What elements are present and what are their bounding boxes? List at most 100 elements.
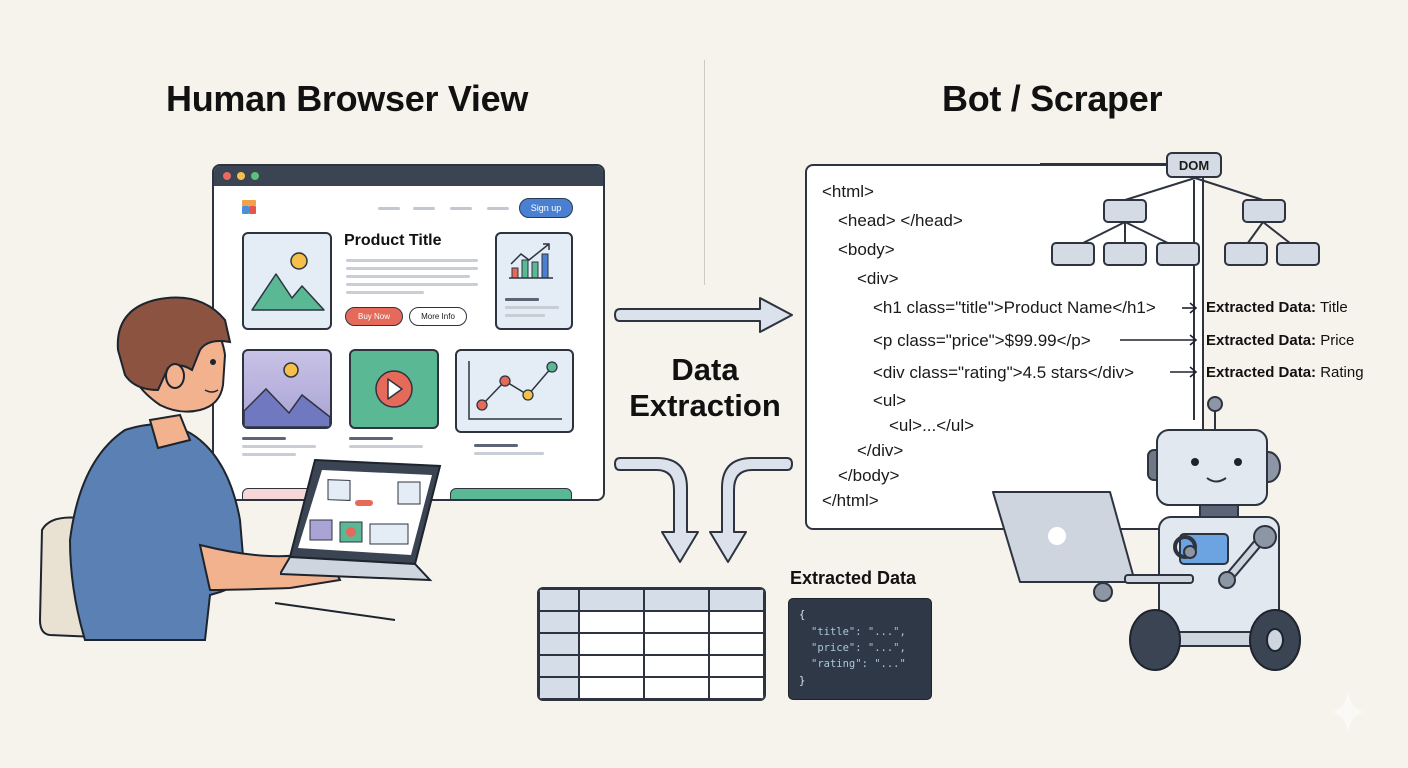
laptop-illustration [280, 458, 442, 582]
text-line [346, 259, 478, 262]
json-line: } [799, 675, 806, 687]
label-line: Data [671, 352, 739, 387]
product-title: Product Title [344, 232, 442, 249]
arrow-down-icon [614, 457, 699, 563]
json-line: "price": "...", [811, 642, 906, 654]
image-placeholder-icon [251, 252, 325, 311]
dom-node [1103, 242, 1147, 266]
dom-node [1224, 242, 1268, 266]
text-line [242, 453, 296, 456]
table-cell [539, 589, 580, 612]
table-cell [578, 676, 645, 699]
extracted-label: Extracted Data: [1206, 299, 1317, 316]
extracted-label: Extracted Data: [1206, 332, 1317, 349]
code-line: <html> [822, 182, 874, 201]
dom-node [1051, 242, 1095, 266]
more-info-button[interactable]: More Info [409, 307, 467, 326]
table-cell [578, 589, 645, 612]
table-cell [643, 610, 710, 634]
extracted-field: Price [1320, 332, 1355, 349]
arrows-down-icon [614, 457, 793, 563]
code-line: <head> </head> [838, 211, 963, 230]
json-line: "title": "...", [811, 626, 906, 638]
text-line [474, 444, 518, 447]
heading-bot-scraper: Bot / Scraper [942, 78, 1163, 119]
bar-chart-icon [505, 243, 559, 317]
code-line: </div> [857, 441, 904, 460]
table-cell [539, 610, 580, 634]
dom-root-node [1166, 152, 1222, 178]
product-image-card [242, 232, 332, 330]
text-line [474, 452, 544, 455]
text-line [346, 291, 424, 294]
person-illustration [38, 296, 396, 642]
extracted-title-label: Extracted Data: Title [1206, 299, 1348, 316]
table-cell [708, 676, 764, 699]
code-line: <h1 class="title">Product Name</h1> [873, 298, 1156, 317]
dom-label: DOM [1179, 158, 1209, 173]
table-cell [539, 632, 580, 656]
browser-mockup: Sign up Product Title Buy Now More Info [212, 164, 605, 501]
nav-link[interactable] [487, 207, 509, 210]
dom-node [1242, 199, 1286, 223]
text-line [349, 445, 423, 448]
line-chart-card [455, 349, 574, 433]
table-cell [643, 676, 710, 699]
extracted-data-table [537, 587, 766, 701]
video-card [349, 349, 439, 429]
extracted-field: Title [1319, 299, 1348, 316]
nav-link[interactable] [378, 207, 400, 210]
play-icon[interactable] [351, 351, 437, 427]
image-placeholder-icon [243, 362, 331, 428]
table-cell [708, 589, 764, 612]
eye-icon [210, 359, 216, 365]
html-code-panel: <html> <head> </head> <body> <div> <h1 c… [805, 164, 1204, 530]
dom-node [1103, 199, 1147, 223]
extracted-data-title: Extracted Data [790, 568, 917, 588]
heading-human-browser-view: Human Browser View [166, 78, 529, 119]
dom-node [1276, 242, 1320, 266]
buy-now-button[interactable]: Buy Now [345, 307, 403, 326]
code-line: <p class="price">$99.99</p> [873, 331, 1091, 350]
label-line: Extraction [629, 388, 781, 423]
sparkle-icon [1332, 692, 1364, 732]
robot-illustration [992, 396, 1301, 671]
code-line: <div> [857, 269, 899, 288]
footer-block [450, 488, 572, 499]
extraction-arrows [1120, 302, 1198, 378]
text-line [346, 267, 478, 270]
line-chart-icon [468, 361, 562, 420]
dom-node [1156, 242, 1200, 266]
json-output-box: { "title": "...", "price": "...", "ratin… [788, 598, 932, 700]
table-cell [539, 676, 580, 699]
extracted-price-label: Extracted Data: Price [1206, 332, 1354, 349]
extracted-field: Rating [1320, 364, 1364, 381]
browser-title-bar [214, 166, 603, 186]
extracted-rating-label: Extracted Data: Rating [1206, 364, 1364, 381]
code-line: <div class="rating">4.5 stars</div> [873, 363, 1135, 382]
text-line [242, 437, 286, 440]
table-cell [578, 610, 645, 634]
code-line: </html> [822, 491, 879, 510]
code-line: </body> [838, 466, 900, 485]
gallery-image-card [242, 349, 332, 429]
text-line [346, 275, 470, 278]
json-line: "rating": "..." [811, 658, 906, 670]
nav-link[interactable] [413, 207, 435, 210]
data-extraction-label: Data Extraction [610, 352, 800, 424]
table-grid [539, 589, 764, 699]
text-line [346, 283, 478, 286]
nav-link[interactable] [450, 207, 472, 210]
sign-up-button[interactable]: Sign up [519, 198, 573, 218]
table-cell [643, 632, 710, 656]
dom-tree-diagram: DOM [1040, 152, 1320, 420]
chart-card [495, 232, 573, 330]
close-dot-icon [223, 172, 231, 180]
table-cell [708, 654, 764, 678]
minimize-dot-icon [237, 172, 245, 180]
text-line [242, 445, 316, 448]
extracted-label: Extracted Data: [1206, 364, 1317, 381]
arrow-down-icon [709, 457, 793, 563]
code-line: <ul> [873, 391, 907, 410]
table-cell [643, 654, 710, 678]
